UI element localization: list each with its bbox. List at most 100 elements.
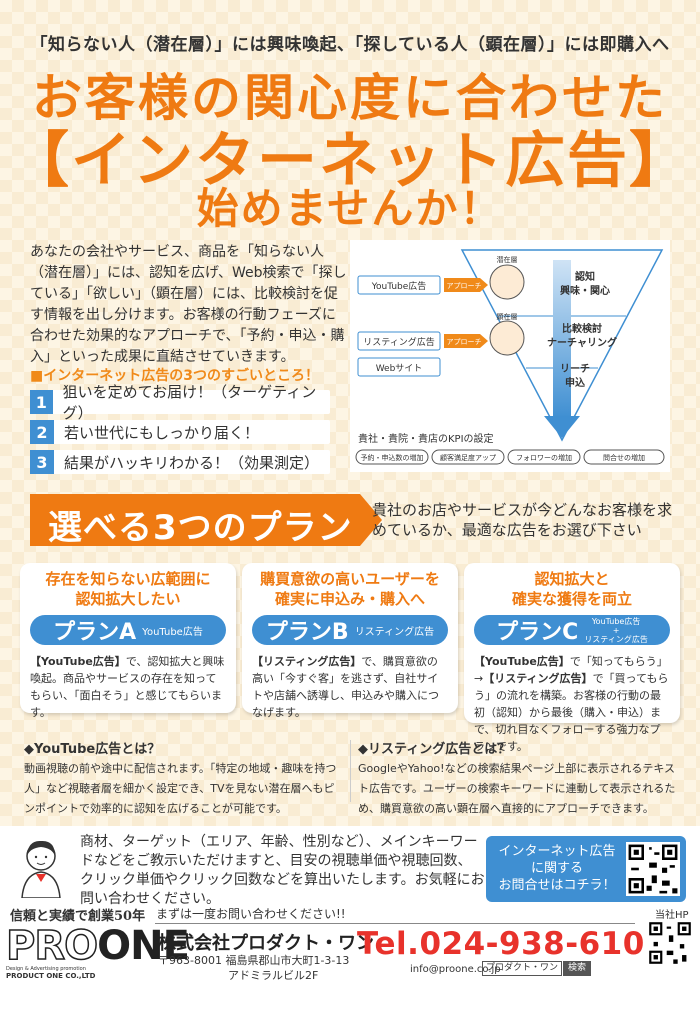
- plan-a-tag: YouTube広告: [142, 626, 203, 638]
- ask-text: まずは一度お問い合わせください!!: [156, 907, 346, 921]
- logo-tagline: Design & Advertising promotion: [6, 966, 86, 972]
- plan-c-body-text: で「知ってもらう」→: [474, 655, 668, 685]
- logo-word-pro: PRO: [5, 923, 99, 969]
- staff-avatar-icon: [21, 840, 61, 898]
- plan-b-body-bold: 【リスティング広告】: [252, 655, 362, 668]
- kpi-label: 予約・申込数の増加: [361, 453, 424, 462]
- kpi-label: フォロワーの増加: [516, 453, 572, 462]
- plan-card-b: 購買意欲の高いユーザーを 確実に申込み・購入へ プランB リスティング広告 【リ…: [242, 563, 458, 719]
- point-number: 3: [30, 450, 54, 474]
- youtube-explain: ◆YouTube広告とは？ 動画視聴の前や途中に配信されます。「特定の地域・趣味…: [24, 738, 339, 819]
- listing-explain-title: ◆リスティング広告とは？: [358, 742, 511, 757]
- plan-c-body-bold2: 【リスティング広告】: [483, 672, 593, 685]
- plan-c-pill: プランC YouTube広告 + リスティング広告: [474, 615, 670, 645]
- latent-person-icon: [489, 264, 525, 300]
- listing-ad-label: リスティング広告: [363, 336, 434, 348]
- plan-card-c: 認知拡大と 確実な獲得を両立 プランC YouTube広告 + リスティング広告…: [464, 563, 680, 753]
- plan-c-tags: YouTube広告 + リスティング広告: [584, 617, 648, 644]
- youtube-explain-title: ◆YouTube広告とは？: [24, 742, 161, 757]
- stage-apply: 申込: [565, 376, 585, 389]
- point-label: 結果がハッキリわかる！（効果測定）: [64, 453, 320, 472]
- plan-a-body-text: で、認知拡大と興味喚起。商品やサービスの存在を知ってもらい、「面白そう」と感じて…: [30, 655, 225, 719]
- plan-c-heading: 認知拡大と 確実な獲得を両立: [511, 570, 632, 608]
- phone-number[interactable]: Tel.024-938-6102: [357, 926, 667, 962]
- plan-b-name: プランB: [265, 620, 349, 645]
- kpi-pill: [355, 449, 429, 465]
- point-item: 3 結果がハッキリわかる！（効果測定）: [30, 450, 330, 474]
- plan-a-name: プランA: [53, 620, 137, 645]
- logo-word-one: ONE: [97, 923, 190, 969]
- plan-c-name: プランC: [496, 620, 579, 645]
- funnel-arrow-head: [544, 416, 580, 438]
- point-item: 1 狙いを定めてお届け！（ターゲティング）: [30, 383, 330, 422]
- stage-awareness: 認知: [575, 270, 595, 283]
- hero-title-line3: 始めませんか！: [196, 184, 504, 233]
- plans-title: 選べる3つのプラン: [48, 508, 353, 548]
- plan-c-body: 【YouTube広告】で「知ってもらう」→【リスティング広告】で「買ってもらう」…: [464, 645, 680, 765]
- manifest-label: 顕在層: [497, 312, 518, 321]
- search-button[interactable]: 検索: [563, 961, 591, 976]
- inquiry-button[interactable]: インターネット広告 に関する お問合せはコチラ！: [486, 836, 686, 902]
- qr-code-icon[interactable]: [626, 842, 680, 896]
- approach-arrow: [444, 278, 488, 292]
- plan-b-heading: 購買意欲の高いユーザーを 確実に申込み・購入へ: [260, 570, 440, 608]
- point-number: 2: [30, 420, 54, 444]
- plan-b-body: 【リスティング広告】で、購買意欲の高い「今すぐ客」を逃さず、自社サイトや店舗へ誘…: [242, 645, 458, 731]
- hero-title-line1: お客様の関心度に合わせた: [32, 69, 668, 127]
- kpi-pill: [583, 449, 665, 465]
- plan-c-tag2: リスティング広告: [584, 634, 648, 644]
- kpi-pill: [507, 449, 581, 465]
- stage-interest: 興味・関心: [560, 284, 610, 297]
- hero-title-line2: 【インターネット広告】: [9, 126, 691, 196]
- funnel-arrow-shaft: [553, 260, 571, 418]
- listing-ad-box: [357, 331, 441, 351]
- plan-card-a: 存在を知らない広範囲に 認知拡大したい プランA YouTube広告 【YouT…: [20, 563, 236, 719]
- funnel-svg: YouTube広告 リスティング広告 Webサイト アプローチ アプローチ 潜在…: [355, 249, 665, 465]
- footer-divider: [155, 923, 635, 924]
- kpi-label: 顧客満足度アップ: [440, 453, 496, 462]
- website-label: Webサイト: [376, 363, 423, 374]
- funnel-diagram: YouTube広告 リスティング広告 Webサイト アプローチ アプローチ 潜在…: [350, 240, 670, 472]
- manifest-person-icon: [489, 320, 525, 356]
- company-name: 株式会社プロダクト・ワン: [158, 933, 374, 954]
- approach-label: アプローチ: [447, 282, 482, 290]
- stage-comparison: 比較検討: [562, 322, 602, 335]
- hero-subtitle: 「知らない人（潜在層）」には興味喚起、「探している人（顕在層）」には即購入へ: [30, 35, 670, 55]
- youtube-explain-text: 動画視聴の前や途中に配信されます。「特定の地域・趣味を持つ人」など視聴者層を細か…: [24, 762, 337, 815]
- inquiry-button-label: インターネット広告 に関する お問合せはコチラ！: [498, 844, 616, 893]
- address-line2: アドミラルビル2F: [228, 969, 319, 982]
- youtube-ad-label: YouTube広告: [371, 280, 427, 292]
- point-number: 1: [30, 390, 53, 414]
- approach-arrow: [444, 334, 488, 348]
- logo-corp-name: PRODUCT ONE CO.,LTD: [6, 972, 96, 980]
- kpi-pill: [431, 449, 505, 465]
- youtube-ad-box: [357, 275, 441, 295]
- kpi-label: 問合せの増加: [603, 453, 645, 462]
- listing-explain-text: GoogleやYahoo!などの検索結果ページ上部に表示されるテキスト広告です。…: [358, 762, 676, 815]
- point-label: 若い世代にもしっかり届く！: [64, 423, 260, 442]
- contact-text: 商材、ターゲット（エリア、年齢、性別など）、メインキーワードなどをご教示いただけ…: [80, 834, 485, 907]
- point-label: 狙いを定めてお届け！（ターゲティング）: [62, 383, 317, 422]
- search-term-box[interactable]: プロダクト・ワン: [482, 961, 562, 976]
- points-title: ■インターネット広告の3つのすごいところ！: [30, 368, 319, 384]
- website-box: [357, 357, 441, 377]
- trust-tagline: 信頼と実績で創業50年: [10, 909, 146, 924]
- hp-qr-code-icon[interactable]: [647, 920, 693, 966]
- kpi-title: 貴社・貴院・貴店のKPIの設定: [358, 432, 494, 445]
- plan-b-tag: リスティング広告: [354, 626, 435, 638]
- plans-lead: 貴社のお店やサービスが今どんなお客様を求めているか、最適な広告をお選び下さい: [372, 501, 673, 539]
- address-line1: 〒963-8001 福島県郡山市大町1-3-13: [158, 954, 350, 967]
- company-logo: PROONE Design & Advertising promotion PR…: [5, 923, 190, 1004]
- banner-arrow: [360, 494, 382, 546]
- plan-a-heading: 存在を知らない広範囲に 認知拡大したい: [45, 570, 211, 608]
- explain-divider: [350, 740, 351, 802]
- email-link[interactable]: info@proone.co.jp: [410, 964, 501, 975]
- approach-label: アプローチ: [447, 338, 482, 346]
- stage-reach: リーチ: [560, 363, 590, 375]
- plan-a-body: 【YouTube広告】で、認知拡大と興味喚起。商品やサービスの存在を知ってもらい…: [20, 645, 236, 731]
- plan-b-body-text: で、購買意欲の高い「今すぐ客」を逃さず、自社サイトや店舗へ誘導し、申込みや購入に…: [252, 655, 439, 719]
- plans-banner: 選べる3つのプラン: [30, 494, 382, 548]
- plan-c-tag-plus: +: [612, 625, 620, 635]
- stage-nurturing: ナーチャリング: [547, 336, 617, 349]
- plan-c-body-text2: で「買ってもらう」の流れを構築。お客様の行動の最初（認知）から最後（購入・申込）…: [474, 672, 669, 753]
